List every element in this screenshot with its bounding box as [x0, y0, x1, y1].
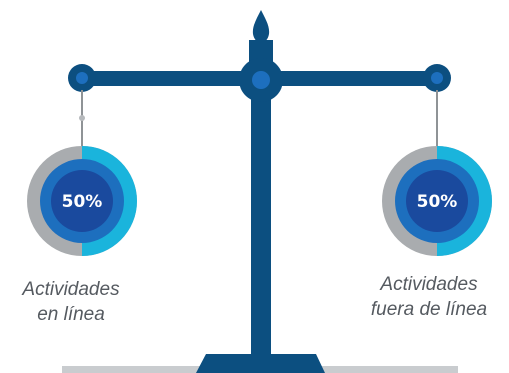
beam-left-cap-inner — [76, 72, 88, 84]
right-donut-center — [406, 170, 468, 232]
left-caption-line-2: en línea — [37, 304, 105, 325]
scale-finial-neck — [249, 40, 273, 62]
left-caption-line-1: Actividades — [22, 279, 120, 300]
right-caption: Actividades fuera de línea — [344, 272, 509, 322]
scale-pillar — [251, 60, 271, 360]
right-caption-line-1: Actividades — [380, 274, 478, 295]
scale-base-foot — [196, 354, 325, 373]
right-percent-label: 50% — [417, 192, 458, 212]
left-donut-center — [51, 170, 113, 232]
scale-pivot-inner — [252, 71, 270, 89]
left-caption: Actividades en línea — [0, 277, 156, 327]
left-string-knot — [79, 115, 85, 121]
left-percent-label: 50% — [62, 192, 103, 212]
left-donut-chart: 50% — [27, 146, 137, 256]
right-donut-chart: 50% — [382, 146, 492, 256]
right-caption-line-2: fuera de línea — [370, 299, 488, 320]
scale-finial — [252, 10, 270, 43]
beam-right-cap-inner — [431, 72, 443, 84]
